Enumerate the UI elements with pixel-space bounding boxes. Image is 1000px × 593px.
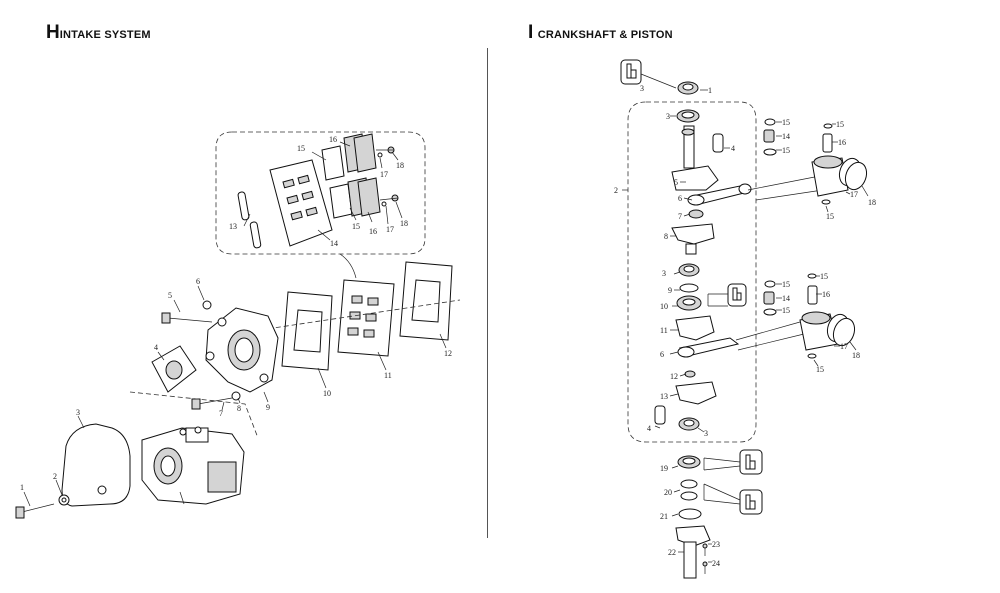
manifold-bolt-lower bbox=[191, 391, 241, 410]
tool-icon-bearing-20 bbox=[703, 483, 763, 515]
crank-lower bbox=[675, 381, 717, 405]
callout-crank-3-mid: 3 bbox=[662, 269, 666, 278]
section-letter-h: H bbox=[46, 22, 60, 43]
intake-diagram: 1 2 3 4 5 6 7 8 9 10 11 12 13 14 15 15 1… bbox=[15, 131, 461, 519]
callout-crank-15-h: 15 bbox=[816, 365, 824, 374]
callout-crank-11: 11 bbox=[660, 326, 668, 335]
crank-assembly-box bbox=[627, 101, 757, 443]
callout-intake-5: 5 bbox=[168, 291, 172, 300]
callout-crank-3-top: 3 bbox=[666, 112, 670, 121]
callout-crank-16-lower: 16 bbox=[822, 290, 830, 299]
callout-intake-10: 10 bbox=[323, 389, 331, 398]
piston-lower bbox=[799, 273, 856, 359]
intake-silencer-cover bbox=[61, 423, 131, 507]
intake-manifold bbox=[205, 307, 279, 393]
tool-icon-bearing-19 bbox=[703, 449, 763, 475]
callout-intake-11: 11 bbox=[384, 371, 392, 380]
callout-crank-23: 23 bbox=[712, 540, 720, 549]
reed-spacer-upper bbox=[237, 191, 250, 221]
callout-intake-14: 14 bbox=[330, 239, 338, 248]
crankshaft-piston-heading: I CRANKSHAFT & PISTON bbox=[528, 22, 673, 44]
callout-intake-9: 9 bbox=[266, 403, 270, 412]
callout-intake-3: 3 bbox=[76, 408, 80, 417]
lower-seal-housing bbox=[675, 525, 711, 547]
crank-web bbox=[671, 223, 715, 245]
drive-shaft-stub bbox=[683, 541, 697, 579]
section-title-intake: INTAKE SYSTEM bbox=[59, 29, 151, 41]
callout-crank-15-g: 15 bbox=[820, 272, 828, 281]
callout-crank-12: 12 bbox=[670, 372, 678, 381]
callout-crank-19: 19 bbox=[660, 464, 668, 473]
callout-intake-1: 1 bbox=[20, 483, 24, 492]
callout-crank-15-a: 15 bbox=[782, 118, 790, 127]
callout-intake-15-upper: 15 bbox=[297, 144, 305, 153]
callout-intake-6: 6 bbox=[196, 277, 200, 286]
callout-crank-8: 8 bbox=[664, 232, 668, 241]
callout-crank-16-upper: 16 bbox=[838, 138, 846, 147]
callout-intake-4: 4 bbox=[154, 343, 158, 352]
callout-crank-4-lower: 4 bbox=[647, 424, 651, 433]
callout-crank-20: 20 bbox=[664, 488, 672, 497]
callout-crank-13: 13 bbox=[660, 392, 668, 401]
intake-system-heading: HINTAKE SYSTEM bbox=[46, 22, 151, 44]
callout-crank-21: 21 bbox=[660, 512, 668, 521]
callout-crank-17-upper: 17 bbox=[850, 190, 858, 199]
callout-crank-15-d: 15 bbox=[826, 212, 834, 221]
callout-intake-17-lower: 17 bbox=[386, 225, 394, 234]
manifold-bolt-upper bbox=[161, 300, 213, 324]
callout-crank-2: 2 bbox=[614, 186, 618, 195]
callout-intake-17-upper: 17 bbox=[380, 170, 388, 179]
callout-intake-18-upper: 18 bbox=[396, 161, 404, 170]
reed-valve-detail-box bbox=[215, 131, 426, 255]
callout-intake-16-upper: 16 bbox=[329, 135, 337, 144]
callout-crank-15-b: 15 bbox=[782, 146, 790, 155]
silencer-bolt bbox=[21, 503, 55, 513]
reed-petals-upper bbox=[321, 133, 377, 181]
callout-crank-18-upper: 18 bbox=[868, 198, 876, 207]
callout-intake-7: 7 bbox=[219, 409, 223, 418]
callout-crank-15-f: 15 bbox=[782, 306, 790, 315]
piston-upper bbox=[811, 123, 868, 205]
crank-middle bbox=[675, 315, 715, 341]
tool-icon-top bbox=[620, 59, 677, 89]
callout-intake-2: 2 bbox=[53, 472, 57, 481]
callout-intake-18-lower: 18 bbox=[400, 219, 408, 228]
callout-crank-6-upper: 6 bbox=[678, 194, 682, 203]
callout-crank-24: 24 bbox=[712, 559, 720, 568]
callout-crank-3-tool: 3 bbox=[640, 84, 644, 93]
callout-crank-1: 1 bbox=[708, 86, 712, 95]
reed-spacer-lower bbox=[249, 221, 262, 249]
reed-plate bbox=[269, 159, 333, 247]
callout-crank-15-e: 15 bbox=[782, 280, 790, 289]
callout-crank-14-upper: 14 bbox=[782, 132, 790, 141]
callout-crank-3-bottom: 3 bbox=[704, 429, 708, 438]
callout-intake-8: 8 bbox=[237, 404, 241, 413]
crankshaft-upper bbox=[671, 125, 719, 191]
callout-intake-16-lower: 16 bbox=[369, 227, 377, 236]
callout-crank-22: 22 bbox=[668, 548, 676, 557]
section-divider bbox=[487, 48, 488, 538]
callout-intake-15-lower: 15 bbox=[352, 222, 360, 231]
crank-pin-upper bbox=[712, 133, 724, 153]
callout-crank-7: 7 bbox=[678, 212, 682, 221]
reed-petals-lower bbox=[329, 177, 381, 219]
carburetor bbox=[141, 426, 245, 505]
crankshaft-diagram: 1 2 3 3 3 3 4 4 5 6 6 7 8 9 10 11 12 13 … bbox=[614, 59, 876, 579]
callout-intake-13: 13 bbox=[229, 222, 237, 231]
callout-crank-10: 10 bbox=[660, 302, 668, 311]
tool-icon-mid bbox=[707, 283, 747, 307]
callout-crank-5: 5 bbox=[674, 178, 678, 187]
callout-crank-18-lower: 18 bbox=[852, 351, 860, 360]
callout-crank-9: 9 bbox=[668, 286, 672, 295]
callout-intake-12: 12 bbox=[444, 349, 452, 358]
callout-crank-6-lower: 6 bbox=[660, 350, 664, 359]
callout-crank-17-lower: 17 bbox=[840, 342, 848, 351]
callout-crank-15-c: 15 bbox=[836, 120, 844, 129]
section-letter-i: I bbox=[528, 22, 534, 43]
callout-crank-14-lower: 14 bbox=[782, 294, 790, 303]
section-title-crank: CRANKSHAFT & PISTON bbox=[537, 29, 673, 41]
callout-crank-4-upper: 4 bbox=[731, 144, 735, 153]
